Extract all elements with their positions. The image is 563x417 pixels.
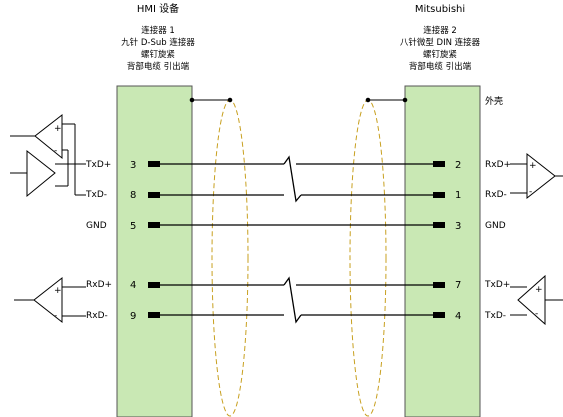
- right-signal-label: RxD+: [485, 160, 511, 170]
- left-pin-number: 8: [130, 190, 136, 201]
- right-pin-number: 3: [455, 221, 461, 232]
- left-pin-terminal: [148, 312, 160, 318]
- left-connector-body: [116, 85, 193, 417]
- right-driver-amplifier-icon: [510, 274, 563, 326]
- signal-row: RxD+ 4 7 TxD+: [86, 280, 510, 291]
- right-connector-line-3: 螺钉旋紧: [423, 49, 457, 60]
- right-signal-label: TxD-: [484, 311, 506, 321]
- left-connector-line-3: 螺钉旋紧: [141, 49, 175, 60]
- left-connector-line-1: 连接器 1: [141, 25, 175, 36]
- signal-row: TxD+ 3 2 RxD+: [85, 160, 511, 171]
- amp-minus-sign: -: [535, 309, 538, 319]
- right-pin-terminal: [433, 192, 445, 198]
- left-signal-label: RxD+: [86, 280, 112, 290]
- left-pin-number: 9: [130, 311, 136, 322]
- left-connector-title: HMI 设备: [137, 2, 179, 15]
- left-pin-terminal: [148, 161, 160, 167]
- amp-plus-sign: +: [529, 161, 537, 171]
- left-signal-label: GND: [86, 221, 107, 231]
- right-pin-terminal: [433, 282, 445, 288]
- amplifier-triangle-icon: [34, 113, 63, 160]
- amp-minus-sign: -: [54, 146, 57, 156]
- left-signal-label: TxD+: [85, 160, 111, 170]
- amplifier-triangle-icon: [26, 149, 56, 198]
- left-signal-label: RxD-: [86, 311, 108, 321]
- left-signal-label: TxD-: [85, 190, 107, 200]
- amplifier-triangle-icon: [33, 276, 63, 324]
- right-connector-body: [404, 85, 481, 417]
- signal-row: TxD- 8 1 RxD-: [85, 190, 507, 201]
- left-receiver-amplifier-icon: [14, 276, 86, 324]
- amp-plus-sign: +: [54, 286, 62, 296]
- right-pin-number: 1: [455, 190, 461, 201]
- right-signal-label: GND: [485, 221, 506, 231]
- right-signal-label: TxD+: [484, 280, 510, 290]
- right-pin-number: 2: [455, 160, 461, 171]
- amp-plus-sign: +: [535, 285, 543, 295]
- amplifier-triangle-icon: [526, 152, 556, 200]
- left-pin-terminal: [148, 282, 160, 288]
- left-shield-ellipse: [211, 99, 249, 417]
- right-pin-terminal: [433, 222, 445, 228]
- signal-rows: TxD+ 3 2 RxD+ TxD- 8 1 RxD- GND 5 3 GND …: [85, 160, 511, 322]
- amp-minus-sign: -: [54, 311, 57, 321]
- right-connector-line-1: 连接器 2: [423, 25, 457, 36]
- signal-row: RxD- 9 4 TxD-: [86, 311, 506, 322]
- right-pin-terminal: [433, 312, 445, 318]
- left-connector-line-2: 九针 D-Sub 连接器: [121, 37, 195, 48]
- right-receiver-amplifier-icon: [510, 152, 563, 200]
- left-pin-number: 4: [130, 280, 136, 291]
- left-pin-terminal: [148, 222, 160, 228]
- pin-terminals: [148, 161, 445, 318]
- amplifier-triangle-icon: [517, 274, 546, 326]
- shell-label: 外壳: [485, 95, 503, 107]
- right-signal-label: RxD-: [485, 190, 507, 200]
- right-pin-number: 4: [455, 311, 461, 322]
- right-connector-line-4: 背部电缆 引出端: [409, 61, 472, 72]
- amp-minus-sign: -: [529, 187, 532, 197]
- right-pin-terminal: [433, 161, 445, 167]
- signal-row: GND 5 3 GND: [86, 221, 506, 232]
- right-shield-ellipse: [349, 99, 387, 417]
- shield-connections: [189, 97, 408, 103]
- left-shield-dot: [227, 97, 233, 103]
- right-shield-dot: [365, 97, 371, 103]
- wire-twist: [283, 155, 302, 203]
- left-connector-line-4: 背部电缆 引出端: [127, 61, 190, 72]
- right-pin-number: 7: [455, 280, 461, 291]
- amp-plus-sign: +: [54, 124, 62, 134]
- left-driver-amplifier-icon: [10, 113, 86, 198]
- wire-set: [150, 155, 445, 324]
- left-pin-terminal: [148, 192, 160, 198]
- right-connector-title: Mitsubishi: [415, 4, 465, 15]
- left-pin-number: 5: [130, 221, 136, 232]
- right-shield-dot: [402, 97, 408, 103]
- left-pin-number: 3: [130, 160, 136, 171]
- left-shield-dot: [189, 97, 195, 103]
- wire-twist: [283, 276, 302, 324]
- right-connector-line-2: 八针微型 DIN 连接器: [400, 37, 481, 48]
